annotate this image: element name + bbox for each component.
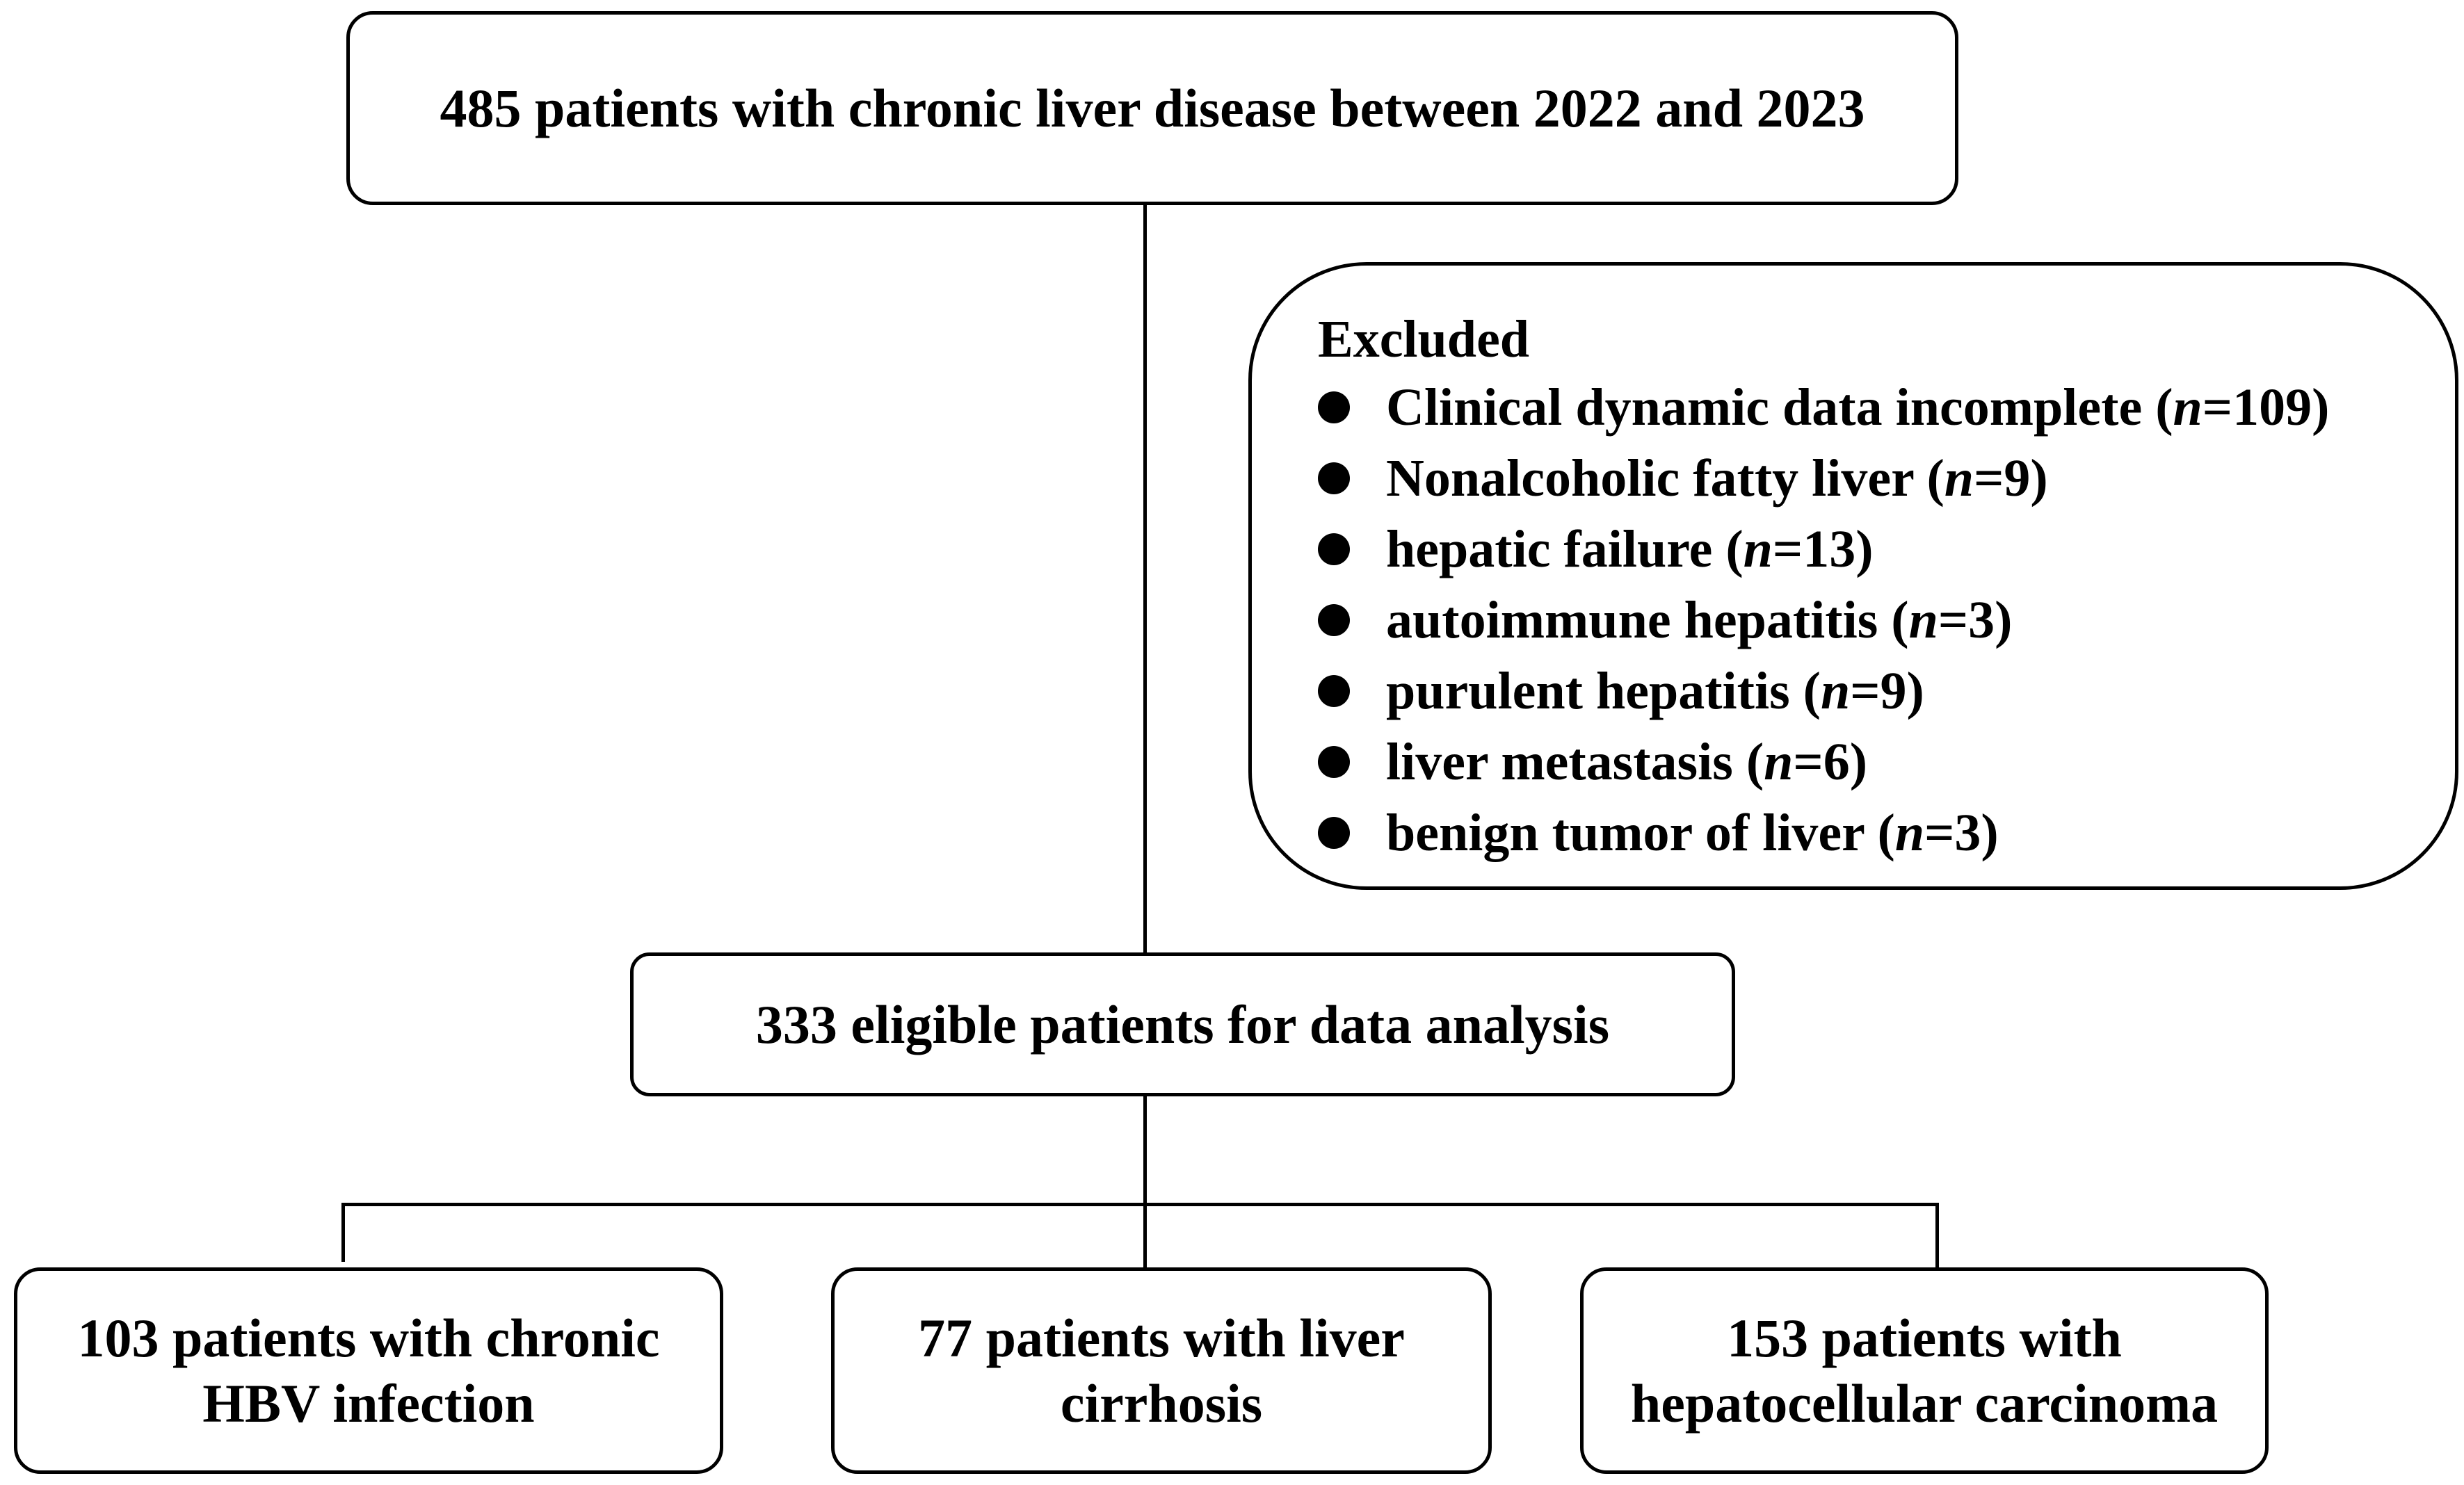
excluded-item-n: n <box>1894 803 1925 862</box>
liver-cirrhosis-box: 77 patients with liver cirrhosis <box>831 1267 1492 1474</box>
bullet-icon <box>1318 604 1350 636</box>
excluded-item-n: n <box>1908 590 1938 649</box>
connector-branch-center <box>1143 1203 1147 1267</box>
excluded-list: Clinical dynamic data incomplete (n=109)… <box>1318 372 2329 868</box>
excluded-item-n: n <box>1944 448 1974 508</box>
excluded-item: purulent hepatitis (n=9) <box>1318 656 2329 727</box>
bullet-icon <box>1318 746 1350 778</box>
excluded-item-label: liver metastasis ( <box>1386 732 1764 791</box>
chronic-hbv-line1: 103 patients with chronic <box>77 1307 660 1368</box>
excluded-item-label: hepatic failure ( <box>1386 519 1744 578</box>
hcc-text: 153 patients with hepatocellular carcino… <box>1631 1306 2218 1436</box>
excluded-item-label: purulent hepatitis ( <box>1386 661 1821 720</box>
excluded-item-n: n <box>1743 519 1773 578</box>
hcc-box: 153 patients with hepatocellular carcino… <box>1580 1267 2269 1474</box>
excluded-item: liver metastasis (n=6) <box>1318 727 2329 797</box>
connector-branch-right <box>1935 1203 1939 1267</box>
liver-cirrhosis-line2: cirrhosis <box>1060 1372 1263 1434</box>
enrolled-patients-box: 485 patients with chronic liver disease … <box>346 11 1958 205</box>
enrolled-patients-text: 485 patients with chronic liver disease … <box>440 77 1865 138</box>
hcc-line2: hepatocellular carcinoma <box>1630 1372 2219 1434</box>
connector-horizontal-branch <box>341 1203 1939 1206</box>
excluded-item: Nonalcoholic fatty liver (n=9) <box>1318 443 2329 514</box>
eligible-patients-text: 333 eligible patients for data analysis <box>755 993 1610 1055</box>
bullet-icon <box>1318 675 1350 707</box>
excluded-item: autoimmune hepatitis (n=3) <box>1318 585 2329 656</box>
excluded-item-label: benign tumor of liver ( <box>1386 803 1895 862</box>
excluded-item-count: =109) <box>2202 378 2330 437</box>
chronic-hbv-text: 103 patients with chronic HBV infection <box>77 1306 659 1436</box>
connector-branch-left <box>341 1203 345 1262</box>
excluded-item-count: =3) <box>1924 803 1999 862</box>
excluded-item-count: =6) <box>1793 732 1868 791</box>
excluded-item: benign tumor of liver (n=3) <box>1318 797 2329 868</box>
excluded-item-count: =9) <box>1850 661 1924 720</box>
connector-top-to-middle <box>1143 205 1147 952</box>
excluded-item: hepatic failure (n=13) <box>1318 514 2329 585</box>
bullet-icon <box>1318 391 1350 423</box>
excluded-item-count: =9) <box>1974 448 2048 508</box>
excluded-item-n: n <box>2173 378 2203 437</box>
excluded-item: Clinical dynamic data incomplete (n=109) <box>1318 372 2329 443</box>
chronic-hbv-box: 103 patients with chronic HBV infection <box>14 1267 723 1474</box>
hcc-line1: 153 patients with <box>1727 1307 2122 1368</box>
bullet-icon <box>1318 817 1350 849</box>
eligible-patients-box: 333 eligible patients for data analysis <box>630 952 1735 1096</box>
excluded-item-label: Nonalcoholic fatty liver ( <box>1386 448 1944 508</box>
excluded-item-n: n <box>1764 732 1794 791</box>
liver-cirrhosis-line1: 77 patients with liver <box>918 1307 1405 1368</box>
bullet-icon <box>1318 533 1350 565</box>
excluded-title: Excluded <box>1318 310 1530 368</box>
liver-cirrhosis-text: 77 patients with liver cirrhosis <box>918 1306 1405 1436</box>
excluded-item-label: autoimmune hepatitis ( <box>1386 590 1909 649</box>
excluded-item-n: n <box>1820 661 1851 720</box>
connector-middle-down <box>1143 1096 1147 1204</box>
chronic-hbv-line2: HBV infection <box>202 1372 535 1434</box>
excluded-box: Excluded Clinical dynamic data incomplet… <box>1248 262 2458 890</box>
excluded-item-count: =13) <box>1772 519 1874 578</box>
bullet-icon <box>1318 462 1350 494</box>
excluded-item-count: =3) <box>1938 590 2013 649</box>
excluded-item-label: Clinical dynamic data incomplete ( <box>1386 378 2173 437</box>
